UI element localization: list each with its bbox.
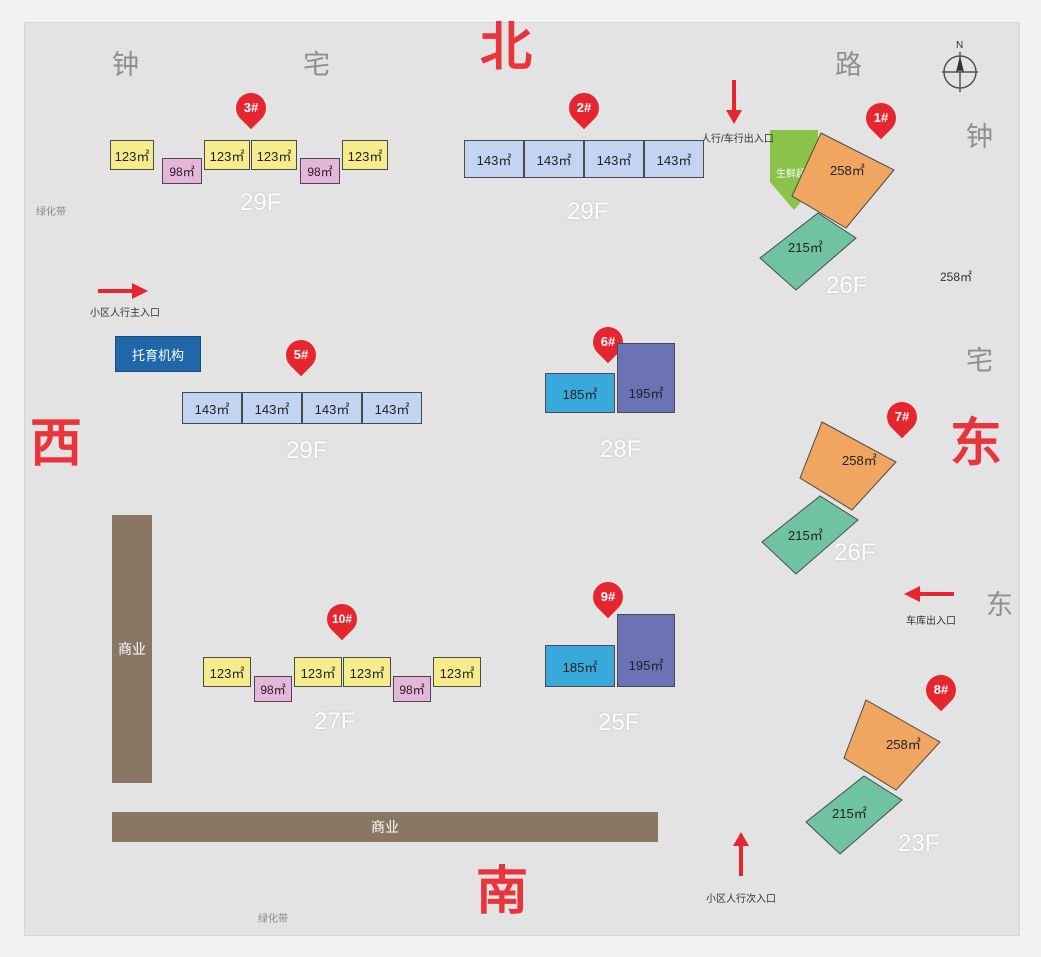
building-1-unit-258: 258㎡ xyxy=(830,163,865,178)
building-10-pin-icon[interactable]: 10# xyxy=(320,597,364,641)
compass-icon xyxy=(942,52,978,92)
outside-area-label: 258㎡ xyxy=(940,270,973,284)
unit-123: 123㎡ xyxy=(251,140,297,170)
building-7-floors: 26F xyxy=(834,539,876,566)
unit-143: 143㎡ xyxy=(182,392,242,424)
building-7-shape xyxy=(761,421,897,575)
building-7-unit-258: 258㎡ xyxy=(842,453,877,468)
garage-entrance-arrow-icon xyxy=(904,586,954,602)
south-entrance-arrow-icon xyxy=(733,832,749,876)
commerce-vertical: 商业 xyxy=(112,515,152,783)
childcare-building: 托育机构 xyxy=(115,336,201,372)
unit-185: 185㎡ xyxy=(545,645,615,687)
building-5-floors: 29F xyxy=(286,437,328,464)
road-char-east-3: 东 xyxy=(986,590,1013,620)
building-3-pin-icon[interactable]: 3# xyxy=(229,86,273,130)
unit-123: 123㎡ xyxy=(342,140,388,170)
unit-143: 143㎡ xyxy=(302,392,362,424)
unit-143: 143㎡ xyxy=(644,140,704,178)
unit-195: 195㎡ xyxy=(617,343,675,413)
building-5-pin-icon[interactable]: 5# xyxy=(279,333,323,377)
unit-123: 123㎡ xyxy=(433,657,481,687)
direction-north: 北 xyxy=(480,19,533,77)
garage-entrance-label: 车库出入口 xyxy=(906,616,956,627)
unit-98: 98㎡ xyxy=(162,158,202,184)
south-entrance-label: 小区人行次入口 xyxy=(706,894,776,905)
building-8-unit-258: 258㎡ xyxy=(886,737,921,752)
building-9-pin-icon[interactable]: 9# xyxy=(586,575,630,619)
building-1-unit-215: 215㎡ xyxy=(788,240,823,255)
unit-123: 123㎡ xyxy=(204,140,250,170)
road-char-east-2: 宅 xyxy=(966,346,993,376)
unit-98: 98㎡ xyxy=(254,676,292,702)
unit-98: 98㎡ xyxy=(393,676,431,702)
building-10-floors: 27F xyxy=(314,708,356,735)
road-char-north-3: 路 xyxy=(835,50,862,80)
building-6-floors: 28F xyxy=(600,436,642,463)
building-8-floors: 23F xyxy=(898,830,940,857)
unit-195: 195㎡ xyxy=(617,614,675,687)
building-8-shape xyxy=(805,699,941,855)
west-entrance-label: 小区人行主入口 xyxy=(90,308,160,319)
unit-143: 143㎡ xyxy=(242,392,302,424)
unit-143: 143㎡ xyxy=(524,140,584,178)
direction-east: 东 xyxy=(950,415,1003,473)
direction-west: 西 xyxy=(30,415,83,473)
north-entrance-label: 人行/车行出入口 xyxy=(701,134,774,145)
building-1-shape xyxy=(759,132,895,291)
road-char-east-1: 钟 xyxy=(966,122,993,152)
greenbelt-south: 绿化带 xyxy=(258,914,288,925)
road-char-north-1: 钟 xyxy=(112,50,139,80)
unit-98: 98㎡ xyxy=(300,158,340,184)
unit-143: 143㎡ xyxy=(464,140,524,178)
building-1-floors: 26F xyxy=(826,272,868,299)
direction-south: 南 xyxy=(476,863,529,921)
unit-123: 123㎡ xyxy=(294,657,342,687)
compass-letter: N xyxy=(956,40,964,51)
building-2-pin-icon[interactable]: 2# xyxy=(562,86,606,130)
building-7-unit-215: 215㎡ xyxy=(788,528,823,543)
unit-143: 143㎡ xyxy=(362,392,422,424)
unit-123: 123㎡ xyxy=(110,140,154,170)
west-entrance-arrow-icon xyxy=(98,283,148,299)
road-char-north-2: 宅 xyxy=(303,50,330,80)
supermarket-label: 生鲜超市 xyxy=(776,169,816,180)
unit-123: 123㎡ xyxy=(203,657,251,687)
building-8-unit-215: 215㎡ xyxy=(832,806,867,821)
unit-123: 123㎡ xyxy=(343,657,391,687)
greenbelt-west: 绿化带 xyxy=(36,207,66,218)
north-entrance-arrow-icon xyxy=(726,80,742,124)
building-3-floors: 29F xyxy=(240,189,282,216)
building-2-floors: 29F xyxy=(567,198,609,225)
unit-143: 143㎡ xyxy=(584,140,644,178)
building-9-floors: 25F xyxy=(598,709,640,736)
commerce-horizontal: 商业 xyxy=(112,812,658,842)
unit-185: 185㎡ xyxy=(545,373,615,413)
